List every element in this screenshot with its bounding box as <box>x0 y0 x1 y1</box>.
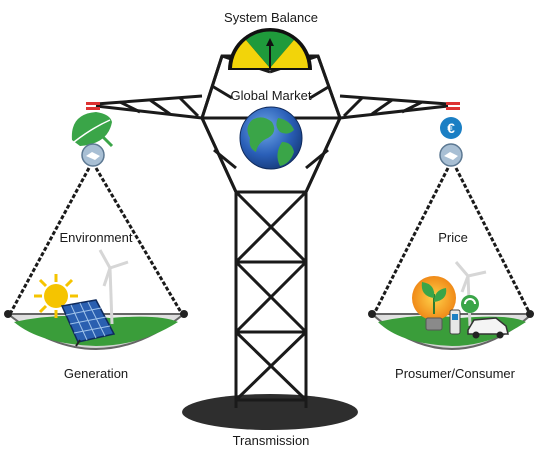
svg-text:€: € <box>447 120 455 136</box>
label-system-balance: System Balance <box>224 10 318 25</box>
left-pan <box>4 310 188 350</box>
label-generation: Generation <box>63 366 129 381</box>
wind-turbine-icon <box>98 249 129 325</box>
tower-shadow <box>182 394 358 430</box>
label-environment: Environment <box>59 230 133 245</box>
left-insulator <box>86 102 100 110</box>
label-transmission: Transmission <box>232 433 310 448</box>
globe-icon <box>239 106 303 170</box>
transmission-tower <box>95 54 449 408</box>
charging-station-icon <box>449 309 461 335</box>
label-price: Price <box>438 230 468 245</box>
euro-coin-icon: € <box>440 117 462 139</box>
left-handshake-icon <box>81 143 105 167</box>
label-prosumer-consumer: Prosumer/Consumer <box>395 366 515 381</box>
balance-gauge-icon <box>228 28 312 70</box>
plant-icon <box>412 276 456 331</box>
left-chain <box>8 167 184 315</box>
electric-car-icon <box>467 317 509 339</box>
solar-panel-icon <box>60 299 116 347</box>
recycle-icon <box>461 295 479 313</box>
right-chain <box>372 167 532 315</box>
right-handshake-icon <box>439 143 463 167</box>
label-global-market: Global Market <box>230 88 312 103</box>
leaf-icon <box>71 112 114 148</box>
right-insulator <box>446 102 460 110</box>
